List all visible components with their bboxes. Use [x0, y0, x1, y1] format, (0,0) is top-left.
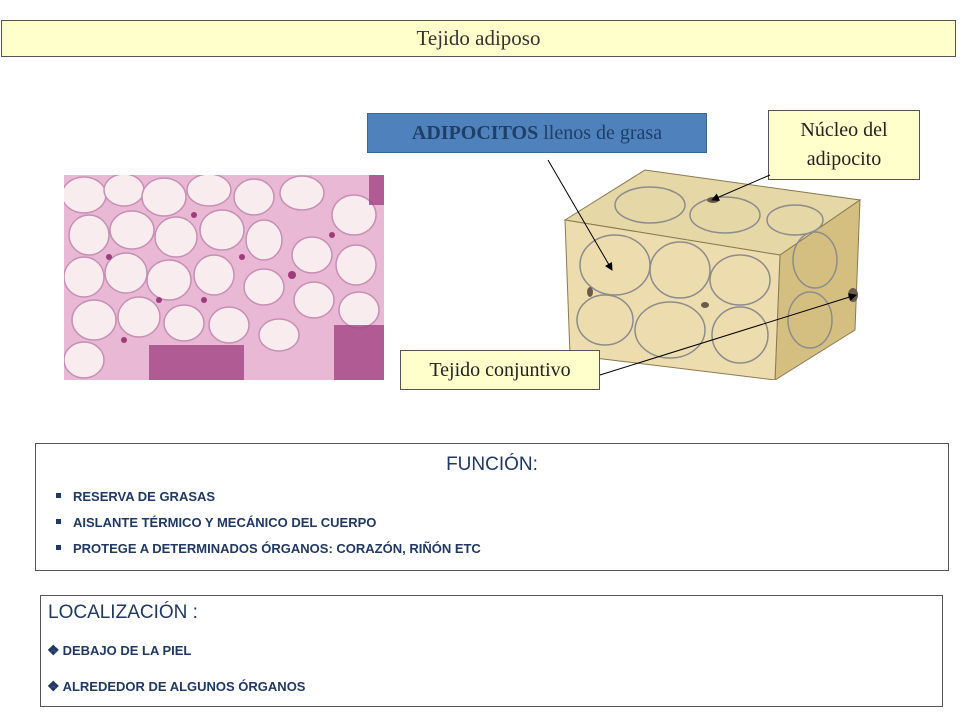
adipose-micrograph	[64, 175, 384, 380]
list-item: ❖DEBAJO DE LA PIEL	[47, 642, 192, 658]
page-title: Tejido adiposo	[1, 20, 956, 57]
list-item: RESERVA DE GRASAS	[56, 484, 481, 510]
diamond-bullet-icon: ❖	[47, 642, 60, 658]
list-item: AISLANTE TÉRMICO Y MECÁNICO DEL CUERPO	[56, 510, 481, 536]
square-bullet-icon	[56, 493, 61, 499]
localizacion-list: ❖DEBAJO DE LA PIEL ❖ALREDEDOR DE ALGUNOS…	[47, 636, 305, 708]
nucleo-label-line1: Núcleo del	[800, 119, 888, 141]
funcion-box: FUNCIÓN: RESERVA DE GRASAS AISLANTE TÉRM…	[35, 443, 949, 571]
adipocitos-label-bold: ADIPOCITOS	[411, 122, 539, 144]
list-item: PROTEGE A DETERMINADOS ÓRGANOS: CORAZÓN,…	[56, 536, 481, 562]
adipocitos-label: ADIPOCITOS llenos de grasa	[367, 113, 707, 153]
funcion-list: RESERVA DE GRASAS AISLANTE TÉRMICO Y MEC…	[56, 484, 481, 562]
square-bullet-icon	[56, 545, 61, 551]
adipocitos-label-rest: llenos de grasa	[538, 122, 663, 144]
adipose-block-diagram	[555, 160, 870, 381]
localizacion-box: LOCALIZACIÓN : ❖DEBAJO DE LA PIEL ❖ALRED…	[40, 595, 943, 707]
nucleo-label: Núcleo del adipocito	[768, 110, 920, 180]
diamond-bullet-icon: ❖	[47, 678, 60, 694]
funcion-heading: FUNCIÓN:	[446, 454, 538, 475]
nucleo-label-line2: adipocito	[806, 148, 882, 170]
tejido-conjuntivo-label: Tejido conjuntivo	[400, 350, 600, 390]
square-bullet-icon	[56, 519, 61, 525]
localizacion-heading: LOCALIZACIÓN :	[48, 602, 198, 623]
list-item: ❖ALREDEDOR DE ALGUNOS ÓRGANOS	[47, 678, 306, 694]
